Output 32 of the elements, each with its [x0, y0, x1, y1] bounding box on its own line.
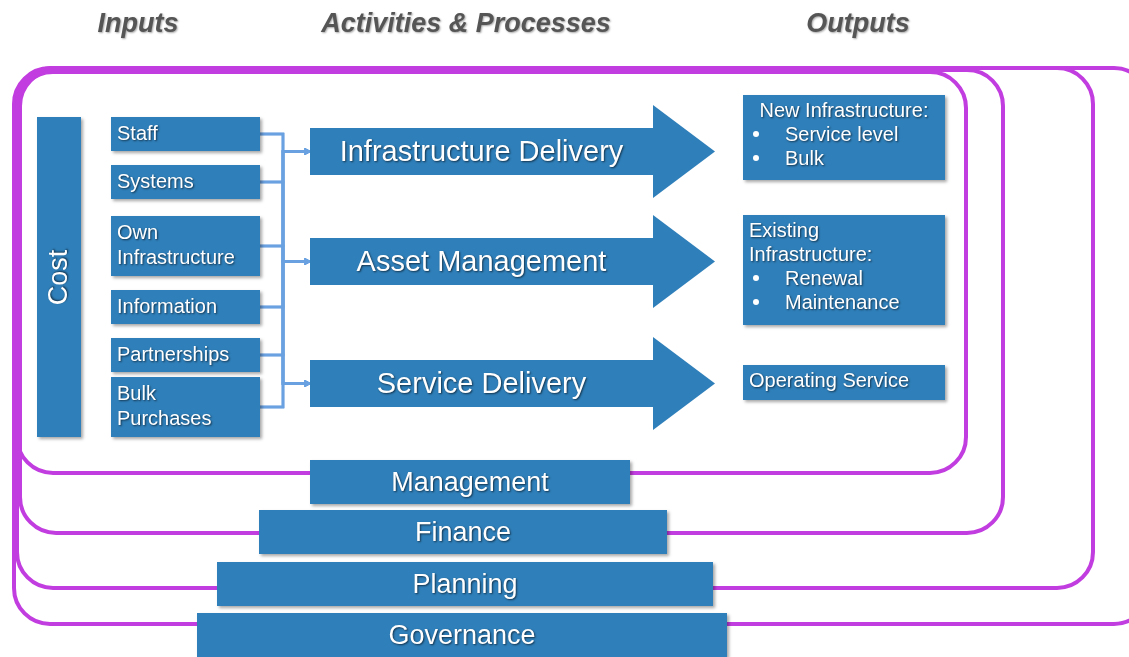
output-heading: Existing Infrastructure: — [749, 218, 874, 266]
layer-band: Planning — [217, 562, 713, 606]
output-heading: New Infrastructure: — [758, 98, 930, 122]
list-item: Maintenance — [785, 290, 900, 314]
output-box — [743, 215, 945, 325]
column-heading: Inputs — [97, 8, 179, 39]
input-box: Partnerships — [111, 338, 260, 372]
list-item: Service level — [785, 122, 899, 146]
process-banner — [310, 215, 715, 308]
input-box: Staff — [111, 117, 260, 151]
process-banner — [310, 337, 715, 430]
list-item: Bulk — [785, 146, 824, 170]
process-label: Infrastructure Delivery — [339, 135, 624, 168]
column-heading: Activities & Processes — [321, 8, 611, 39]
connector-arrow — [260, 380, 311, 409]
process-label: Service Delivery — [376, 367, 587, 400]
cost-bar — [37, 117, 81, 437]
input-box: Systems — [111, 165, 260, 199]
list-item: Renewal — [785, 266, 863, 290]
process-label: Asset Management — [356, 245, 607, 278]
input-box: Information — [111, 290, 260, 324]
output-box — [743, 365, 945, 400]
input-box: Own Infrastructure — [111, 216, 260, 276]
output-heading: Operating Service — [749, 368, 911, 392]
process-banner — [310, 105, 715, 198]
output-box — [743, 95, 945, 180]
layer-band: Governance — [197, 613, 727, 657]
input-box: Bulk Purchases — [111, 377, 260, 437]
vertical-label: Cost — [43, 249, 75, 305]
layer-band: Management — [310, 460, 630, 504]
column-heading: Outputs — [806, 8, 910, 39]
layer-band: Finance — [259, 510, 667, 554]
